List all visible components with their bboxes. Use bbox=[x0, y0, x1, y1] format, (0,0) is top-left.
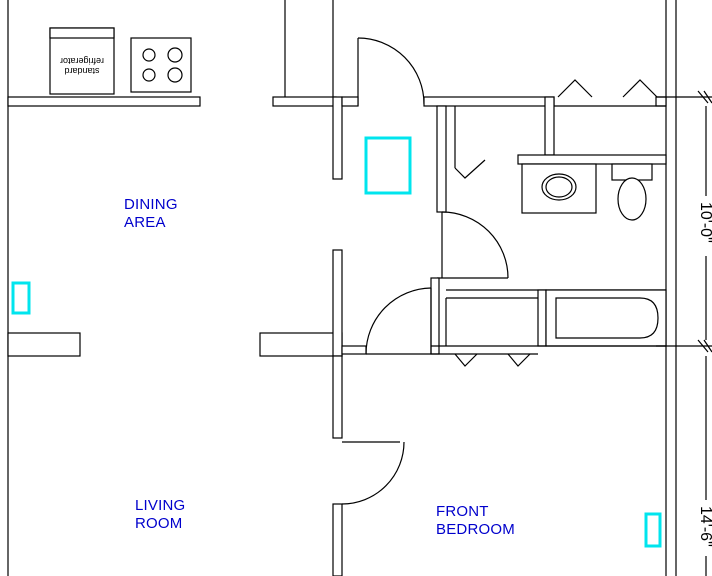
hall-wall-middle bbox=[332, 249, 343, 357]
bedroom-window-marker bbox=[644, 512, 662, 548]
toilet bbox=[611, 163, 653, 221]
dimension-lower: 14'-6" bbox=[697, 506, 712, 547]
dining-wall-stub bbox=[7, 332, 81, 357]
bath-closet-door-swing bbox=[454, 159, 486, 179]
dimension-upper: 10'-0" bbox=[697, 202, 712, 243]
dining-label-line2: AREA bbox=[124, 214, 166, 231]
hall-closet-marker bbox=[364, 136, 412, 195]
bedroom-label-line1: FRONT bbox=[436, 503, 489, 520]
tub-wall-top bbox=[430, 277, 440, 355]
bedroom-closet bbox=[445, 297, 538, 367]
hall-wall-bottom bbox=[332, 503, 343, 576]
dining-label-line1: DINING bbox=[124, 196, 178, 213]
dining-area-label: DINING AREA bbox=[124, 196, 178, 232]
hall-door-top bbox=[341, 37, 555, 107]
tub-left-wall bbox=[537, 289, 547, 347]
front-bedroom-door bbox=[341, 441, 405, 505]
bath-wall-vertical bbox=[436, 105, 447, 213]
kitchen-counter bbox=[7, 96, 201, 107]
bathroom-door bbox=[437, 211, 509, 279]
refrigerator-label: standard refrigerator bbox=[52, 56, 112, 76]
refrigerator bbox=[49, 27, 115, 95]
vanity-wall bbox=[517, 154, 667, 165]
stove bbox=[130, 37, 192, 93]
living-partition-wall bbox=[259, 332, 343, 357]
bathroom-sink bbox=[521, 163, 597, 214]
dimension-ticks bbox=[656, 90, 712, 576]
hall-wall-upper bbox=[332, 96, 343, 180]
bedroom-door bbox=[341, 287, 432, 355]
upper-partition-wall bbox=[272, 96, 337, 107]
living-label-line1: LIVING bbox=[135, 497, 186, 514]
bathtub bbox=[545, 289, 667, 347]
refrigerator-label-line1: standard bbox=[64, 66, 100, 76]
hall-wall-lower bbox=[332, 355, 343, 439]
bedroom-label-line2: BEDROOM bbox=[436, 521, 515, 538]
living-label-line2: ROOM bbox=[135, 515, 183, 532]
front-bedroom-label: FRONT BEDROOM bbox=[436, 503, 515, 539]
living-room-label: LIVING ROOM bbox=[135, 497, 185, 533]
refrigerator-label-line2: refrigerator bbox=[60, 56, 105, 66]
linen-closet bbox=[544, 79, 667, 156]
living-window-marker bbox=[11, 281, 31, 315]
